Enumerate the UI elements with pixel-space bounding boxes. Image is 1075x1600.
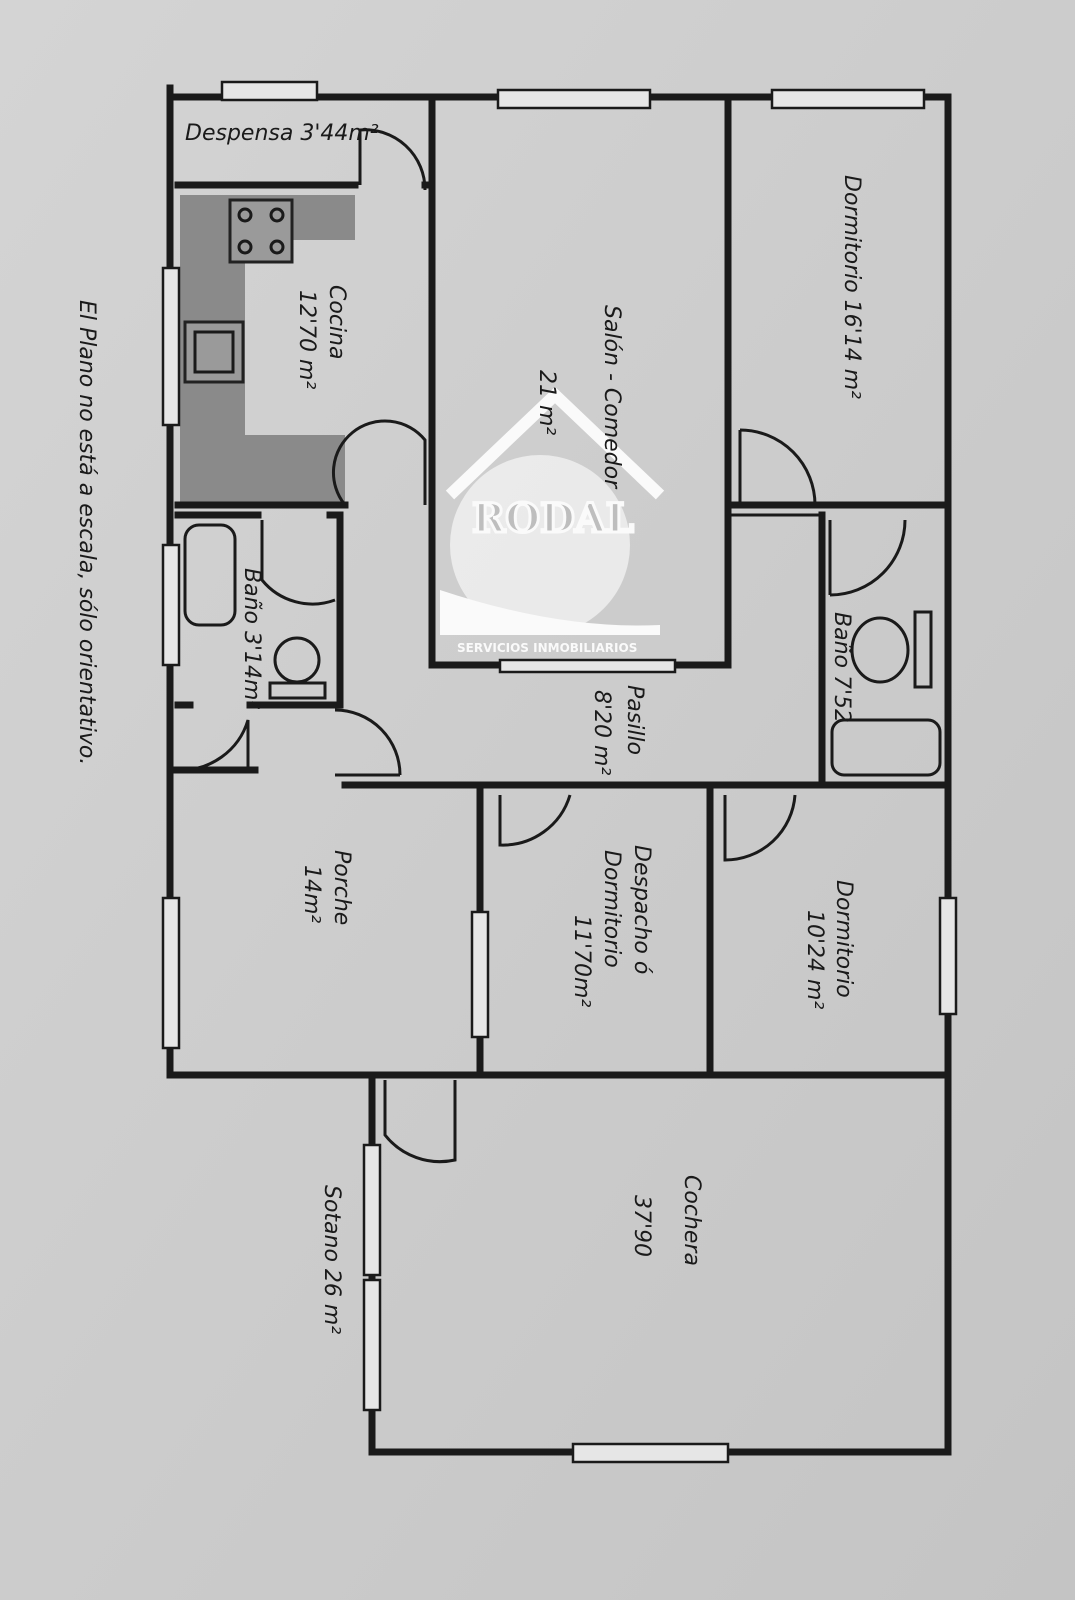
windows (161, 80, 958, 1464)
label-dormitorio-1: Dormitorio 16'14 m² (839, 175, 864, 399)
watermark-brand: RODAL (472, 495, 634, 542)
label-despensa: Despensa 3'44m² (185, 121, 379, 146)
label-bano-1: Baño 3'14m² (239, 568, 264, 709)
label-cocina-area: 12'70 m² (294, 290, 319, 389)
label-salon: Salón - Comedor (599, 305, 624, 490)
stove-icon (228, 198, 294, 264)
kitchen-counter (180, 195, 355, 505)
bathroom-fixtures (183, 523, 942, 777)
label-despacho: Despacho ó (629, 845, 654, 974)
bathtub-icon (183, 523, 237, 627)
label-porche: Porche (329, 850, 354, 925)
label-bano-2: Baño 7'52 (829, 612, 854, 723)
label-porche-area: 14m² (299, 865, 324, 923)
label-sotano: Sotano 26 m² (319, 1185, 344, 1334)
doors (177, 128, 907, 1164)
label-dormitorio-2-area: 10'24 m² (802, 910, 827, 1009)
label-pasillo: Pasillo (622, 685, 647, 755)
label-cocina: Cocina (324, 285, 349, 359)
scale-note: El Plano no está a escala, sólo orientat… (74, 300, 99, 765)
label-despacho-area: 11'70m² (569, 915, 594, 1007)
label-pasillo-area: 8'20 m² (589, 690, 614, 775)
rodal-watermark: RODAL SERVICIOS INMOBILIARIOS (440, 386, 665, 655)
label-salon-area: 21 m² (534, 370, 559, 435)
watermark-tagline: SERVICIOS INMOBILIARIOS (457, 641, 637, 655)
label-cochera: Cochera (679, 1175, 704, 1266)
room-labels: Despensa 3'44m² Cocina 12'70 m² Salón - … (74, 121, 864, 1334)
label-despacho-dormitorio: Dormitorio (599, 850, 624, 968)
label-dormitorio-2: Dormitorio (831, 880, 856, 998)
label-cochera-area: 37'90 (629, 1195, 654, 1257)
bathtub-icon-2 (830, 718, 942, 777)
toilet-icon-2 (913, 610, 933, 689)
